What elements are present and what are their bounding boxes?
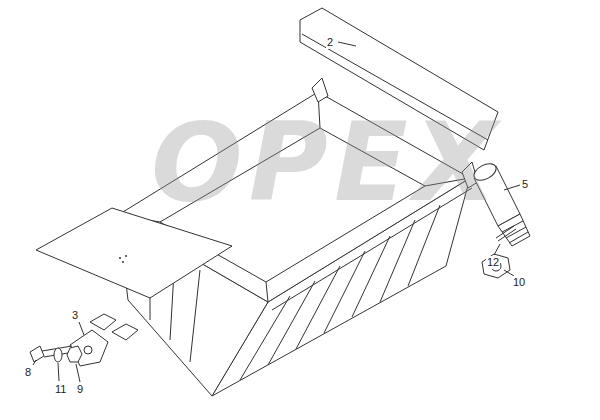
leader-lines [33,42,520,382]
pad [112,324,138,340]
washer [54,348,62,362]
callout-number: 10 [512,276,526,289]
visor-dots [119,255,127,263]
callout-number: 9 [76,383,84,396]
bolt-head [30,346,44,362]
pad [90,314,116,330]
callout-number: 5 [521,178,529,191]
callout-number: 8 [24,366,32,379]
bracket-hole [84,346,92,354]
cotter-pin [496,226,516,241]
callout-number: 12 [486,256,500,269]
callout-number: 3 [71,309,79,322]
nut [67,346,82,362]
ribs [150,205,440,380]
hinge-lug [312,78,328,102]
watermark: OPEX [150,108,504,218]
inner-edge [266,282,268,302]
visor [36,208,232,298]
callout-number: 2 [326,36,334,49]
callout-number: 11 [54,383,67,396]
nut [482,254,510,278]
